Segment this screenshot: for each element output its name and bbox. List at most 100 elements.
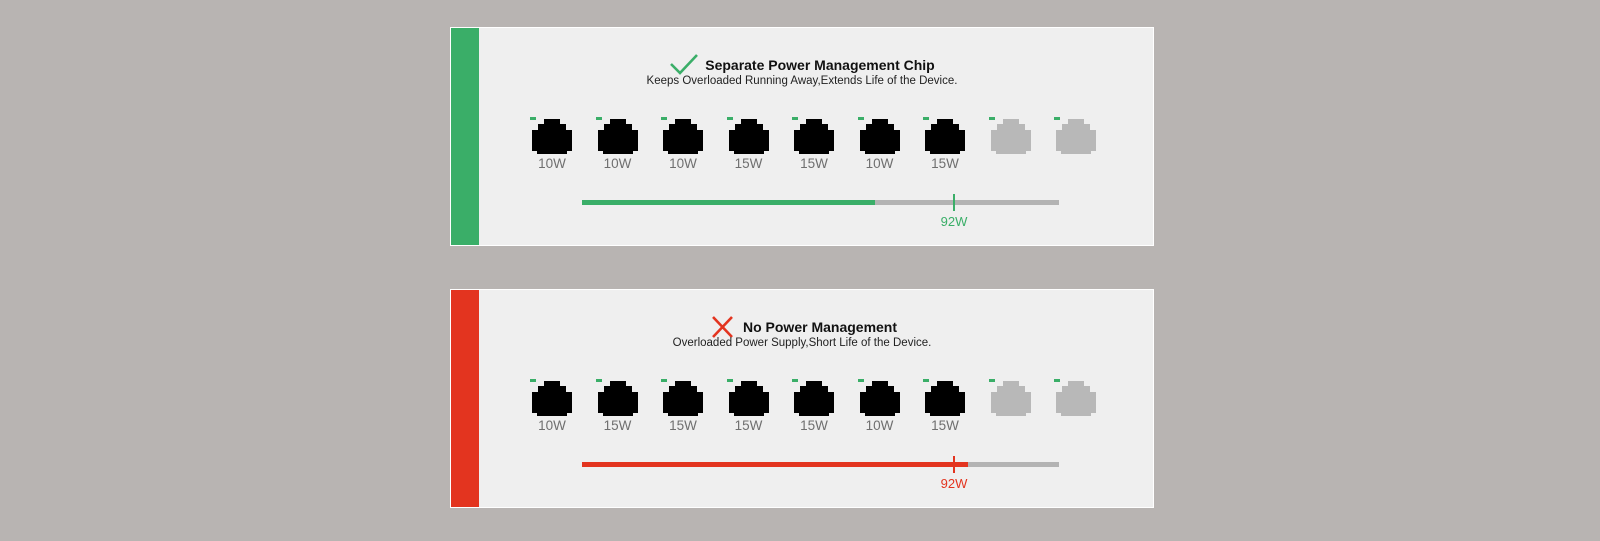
poe-port-inactive (1053, 378, 1099, 438)
poe-port-active: 15W (726, 378, 772, 438)
poe-port-inactive (988, 116, 1034, 176)
ethernet-port-icon (726, 117, 769, 154)
poe-port-active: 15W (595, 378, 641, 438)
port-led (857, 379, 864, 382)
port-power-label: 15W (734, 418, 763, 433)
port-body (794, 381, 834, 416)
port-body (925, 381, 965, 416)
ethernet-port-icon (923, 379, 965, 416)
port-body (532, 119, 572, 154)
ethernet-port-icon (923, 117, 965, 154)
port-body (794, 119, 834, 154)
poe-port-active: 10W (595, 116, 641, 176)
poe-port-active: 15W (922, 378, 968, 438)
ethernet-port-icon (530, 117, 572, 154)
panel-title: No Power Management (742, 319, 898, 335)
poe-port-active: 15W (791, 378, 837, 438)
ethernet-port-icon (530, 379, 572, 416)
poe-port-active: 10W (529, 116, 575, 176)
ethernet-port-icon (595, 117, 638, 154)
ethernet-port-icon (857, 379, 900, 416)
port-body (1056, 119, 1096, 154)
port-power-label: 15W (669, 418, 697, 433)
port-power-label: 10W (538, 418, 566, 433)
port-body (663, 119, 703, 154)
ethernet-port-icon (661, 117, 703, 154)
panel-title: Separate Power Management Chip (705, 57, 935, 73)
power-usage-bar (582, 462, 1059, 467)
port-led (792, 379, 798, 382)
ethernet-port-icon (988, 117, 1031, 154)
poe-port-active: 10W (857, 116, 903, 176)
port-led (530, 379, 536, 382)
ethernet-port-icon (988, 379, 1031, 416)
power-usage-bar (582, 200, 1059, 205)
ethernet-port-icon (792, 379, 834, 416)
port-body (597, 381, 638, 416)
port-power-label: 10W (669, 156, 697, 171)
power-usage-fill (582, 462, 969, 467)
panel-subtitle: Overloaded Power Supply,Short Life of th… (672, 337, 932, 349)
power-limit-marker (953, 456, 956, 473)
port-power-label: 15W (931, 418, 959, 433)
power-limit-marker (953, 194, 956, 211)
port-body (1056, 381, 1096, 416)
panel-header: No Power Management (451, 314, 1153, 340)
port-body (597, 119, 638, 154)
port-body (663, 381, 703, 416)
status-color-bar (451, 28, 479, 245)
checkmark-icon (670, 54, 699, 75)
port-led (857, 117, 864, 120)
port-power-label: 15W (800, 418, 828, 433)
port-power-label: 10W (538, 156, 566, 171)
poe-port-inactive (1053, 116, 1099, 176)
port-row: 10W 15W 15W 15W 15W 10W 15W (529, 378, 1106, 438)
port-led (661, 117, 667, 120)
port-power-label: 15W (734, 156, 763, 171)
power-limit-label: 92W (940, 214, 968, 229)
status-color-bar (451, 290, 479, 507)
poe-port-active: 10W (529, 378, 575, 438)
port-led (792, 117, 798, 120)
ethernet-port-icon (595, 379, 638, 416)
port-led (661, 379, 667, 382)
port-led (988, 117, 995, 120)
ethernet-port-icon (1054, 117, 1096, 154)
ethernet-port-icon (792, 117, 834, 154)
port-power-label: 10W (865, 418, 894, 433)
poe-port-active: 10W (660, 116, 706, 176)
poe-port-active: 15W (922, 116, 968, 176)
port-led (1054, 117, 1060, 120)
port-led (726, 379, 733, 382)
port-led (595, 117, 602, 120)
port-led (1054, 379, 1060, 382)
port-body (990, 381, 1031, 416)
port-led (923, 117, 929, 120)
ethernet-port-icon (857, 117, 900, 154)
poe-port-active: 10W (857, 378, 903, 438)
port-power-label: 10W (865, 156, 894, 171)
ethernet-port-icon (726, 379, 769, 416)
power-limit-label: 92W (940, 476, 968, 491)
ethernet-port-icon (1054, 379, 1096, 416)
poe-port-inactive (988, 378, 1034, 438)
cross-icon (712, 316, 733, 338)
power-usage-fill (582, 200, 876, 205)
port-body (728, 119, 769, 154)
panel-header: Separate Power Management Chip (451, 52, 1153, 78)
port-body (532, 381, 572, 416)
port-row: 10W 10W 10W 15W 15W 10W 15W (529, 116, 1106, 176)
port-led (726, 117, 733, 120)
port-body (728, 381, 769, 416)
port-body (925, 119, 965, 154)
port-led (988, 379, 995, 382)
port-led (595, 379, 602, 382)
poe-port-active: 15W (791, 116, 837, 176)
power-management-panel: Separate Power Management Chip Keeps Ove… (450, 27, 1154, 246)
port-power-label: 15W (603, 418, 632, 433)
port-body (859, 119, 900, 154)
ethernet-port-icon (661, 379, 703, 416)
port-power-label: 15W (800, 156, 828, 171)
port-power-label: 10W (603, 156, 632, 171)
port-power-label: 15W (931, 156, 959, 171)
